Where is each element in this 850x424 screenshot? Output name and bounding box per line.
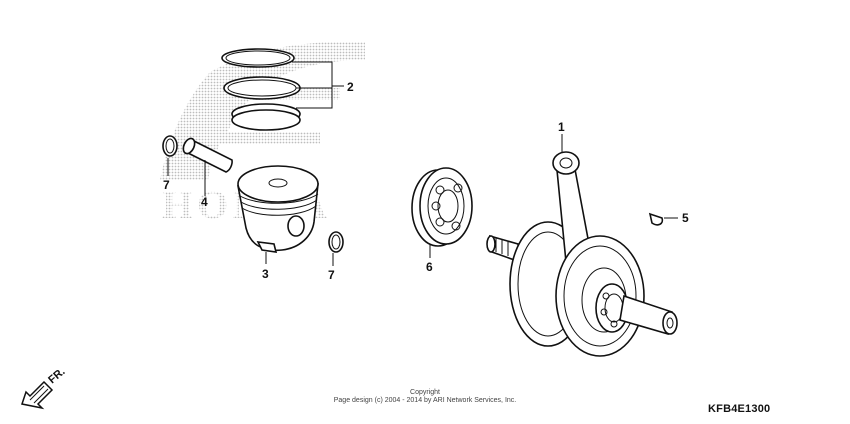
crankshaft-assembly xyxy=(486,151,678,357)
snap-ring-left xyxy=(162,135,178,157)
piston xyxy=(237,165,319,253)
radial-ball-bearing xyxy=(411,167,473,247)
callout-2: 2 xyxy=(347,80,354,94)
snap-ring-right xyxy=(328,231,344,253)
piston-pin xyxy=(182,137,233,173)
callout-4: 4 xyxy=(201,195,208,209)
front-arrow-label: FR. xyxy=(46,366,67,387)
copyright-notice: Page design (c) 2004 - 2014 by ARI Netwo… xyxy=(333,397,517,404)
callout-7b: 7 xyxy=(328,268,335,282)
callout-1: 1 xyxy=(558,120,565,134)
piston-rings xyxy=(221,48,301,131)
callout-5: 5 xyxy=(682,211,689,225)
callout-3: 3 xyxy=(262,267,269,281)
diagram-code: KFB4E1300 xyxy=(708,403,771,415)
woodruff-key xyxy=(648,212,664,226)
callout-6: 6 xyxy=(426,260,433,274)
callout-7a: 7 xyxy=(163,178,170,192)
copyright-label: Copyright xyxy=(410,389,440,396)
